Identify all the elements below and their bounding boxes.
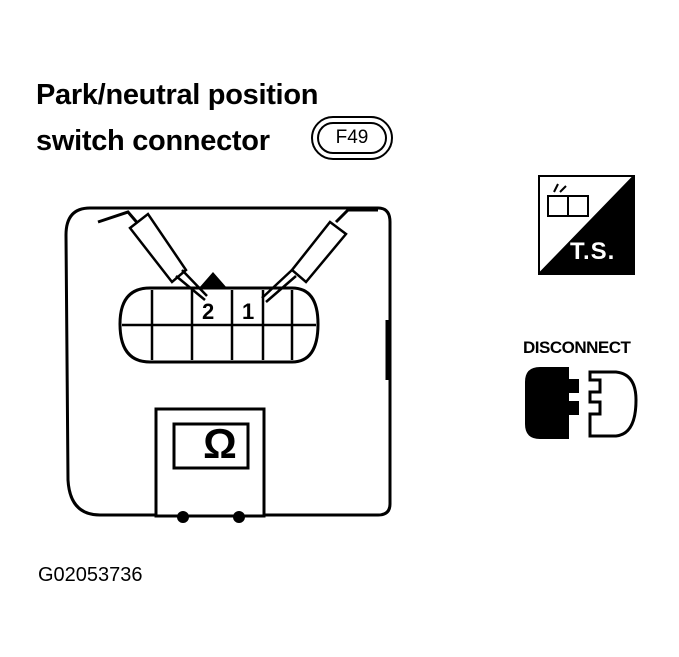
connector-code-label: F49 <box>317 122 387 154</box>
ts-badge-label: T.S. <box>570 238 616 265</box>
disconnect-label: DISCONNECT <box>523 338 631 357</box>
ts-badge-graphic <box>538 175 635 275</box>
ohmmeter-terminal-left <box>177 511 189 523</box>
terminal-grid <box>122 290 316 360</box>
ohmmeter-terminal-right <box>233 511 245 523</box>
pin-label-1: 1 <box>242 299 255 324</box>
probe-right <box>261 220 348 303</box>
title-line-1: Park/neutral position <box>36 79 319 111</box>
probe-lead-right <box>334 208 378 224</box>
connector-code-badge: F49 <box>311 116 393 160</box>
title-line-2: switch connector <box>36 125 270 157</box>
ohmmeter-display <box>172 422 250 470</box>
diagram-title: Park/neutral position switch connector <box>36 72 318 164</box>
pin-label-2: 2 <box>202 299 215 324</box>
connector-lock-tab <box>199 272 227 288</box>
figure-id: G02053736 <box>38 564 143 586</box>
ohmmeter-icon: Ω <box>203 420 237 467</box>
connector-body-outline <box>64 206 392 517</box>
disconnect-icon <box>525 367 638 439</box>
probe-left <box>128 212 208 301</box>
probe-lead-left <box>97 210 142 227</box>
